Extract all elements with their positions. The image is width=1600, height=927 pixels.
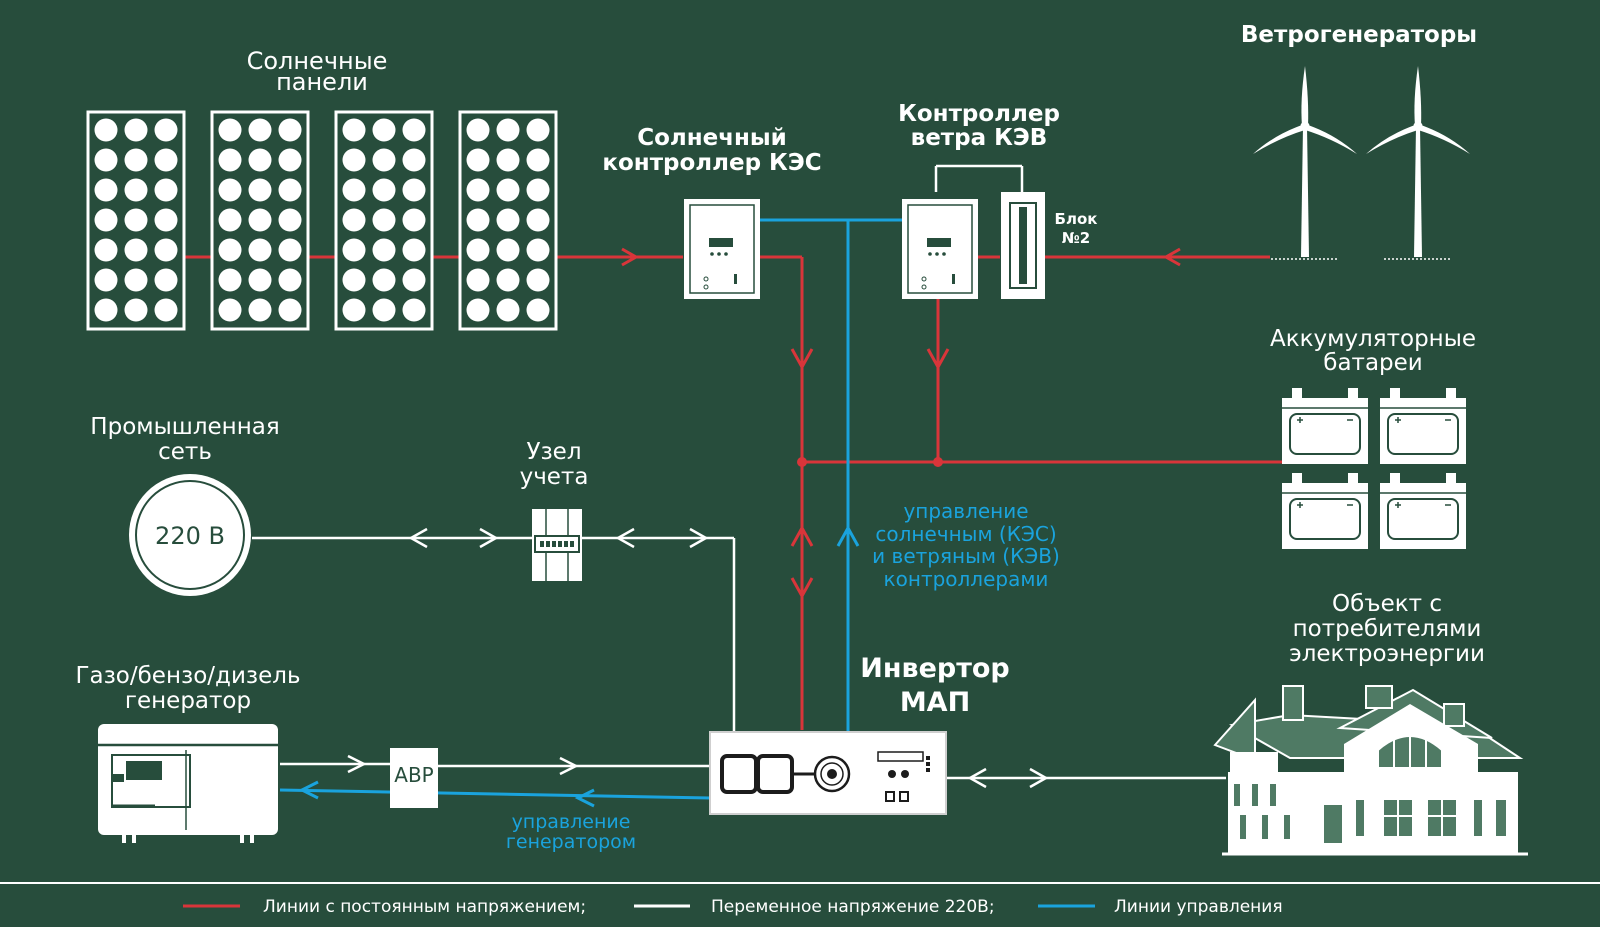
battery xyxy=(1282,473,1368,549)
control-note-4: контроллерами xyxy=(884,567,1049,591)
wind-generators-label: Ветрогенераторы xyxy=(1241,22,1477,48)
inverter-map xyxy=(709,731,947,815)
batteries-label-2: батареи xyxy=(1323,350,1422,376)
legend-control-label: Линии управления xyxy=(1114,897,1283,917)
batteries-label-1: Аккумуляторные xyxy=(1270,326,1476,352)
solar-panels-label-2: панели xyxy=(276,68,368,96)
wind-turbines xyxy=(1253,66,1470,260)
dc-junction-left xyxy=(797,457,807,467)
grid-220v xyxy=(129,474,251,596)
inverter-label-1: Инвертор xyxy=(860,653,1010,684)
battery xyxy=(1282,388,1368,464)
block2-label-2: №2 xyxy=(1062,229,1090,247)
solar-panel xyxy=(210,110,310,331)
block2-label-1: Блок xyxy=(1055,210,1098,228)
meter-label-1: Узел xyxy=(526,439,581,465)
generator-label-1: Газо/бензо/дизель xyxy=(75,663,300,689)
generator-control-1: управление xyxy=(512,811,631,833)
wind-turbine xyxy=(1366,66,1470,260)
grid-label-2: сеть xyxy=(158,439,212,465)
solar-controller-label-2: контроллер КЭС xyxy=(602,150,821,176)
wind-controller-label-2: ветра КЭВ xyxy=(911,125,1048,151)
solar-panel xyxy=(458,110,558,331)
batteries xyxy=(1282,388,1466,549)
wind-turbine xyxy=(1253,66,1357,260)
consumer-label-1: Объект с xyxy=(1332,591,1442,617)
fuel-generator xyxy=(98,724,278,843)
legend-dc-label: Линии с постоянным напряжением; xyxy=(263,897,586,917)
avr-label: АВР xyxy=(394,763,433,787)
legend-ac-label: Переменное напряжение 220В; xyxy=(711,897,995,917)
solar-controller-kes xyxy=(684,199,760,299)
ac-lines xyxy=(252,164,1226,789)
battery xyxy=(1380,388,1466,464)
inverter-label-2: МАП xyxy=(900,687,970,718)
legend: Линии с постоянным напряжением; Переменн… xyxy=(183,897,1283,917)
control-lines xyxy=(279,218,905,808)
house-consumer xyxy=(1213,685,1528,856)
solar-panel xyxy=(86,110,186,331)
avr-switch xyxy=(390,748,438,808)
generator-control-2: генератором xyxy=(506,831,636,853)
meter-label-2: учета xyxy=(520,464,589,490)
control-note-1: управление xyxy=(903,499,1028,523)
solar-panels xyxy=(86,110,558,331)
consumer-label-2: потребителями xyxy=(1293,616,1482,642)
solar-panels-label-1: Солнечные xyxy=(247,47,388,75)
grid-voltage: 220 В xyxy=(155,522,225,550)
wind-controller-kev xyxy=(902,199,978,299)
generator-label-2: генератор xyxy=(125,688,251,714)
solar-controller-label-1: Солнечный xyxy=(637,125,787,151)
solar-panel xyxy=(334,110,434,331)
control-note-3: и ветряным (КЭВ) xyxy=(872,544,1060,568)
battery xyxy=(1380,473,1466,549)
dc-junction-right xyxy=(933,457,943,467)
consumer-label-3: электроэнергии xyxy=(1289,641,1485,667)
wind-controller-label-1: Контроллер xyxy=(898,101,1060,127)
meter-unit xyxy=(532,509,582,581)
grid-label-1: Промышленная xyxy=(90,414,279,440)
control-note-2: солнечным (КЭС) xyxy=(875,522,1056,546)
block-2-unit xyxy=(1001,192,1045,299)
dc-lines xyxy=(183,247,1282,730)
